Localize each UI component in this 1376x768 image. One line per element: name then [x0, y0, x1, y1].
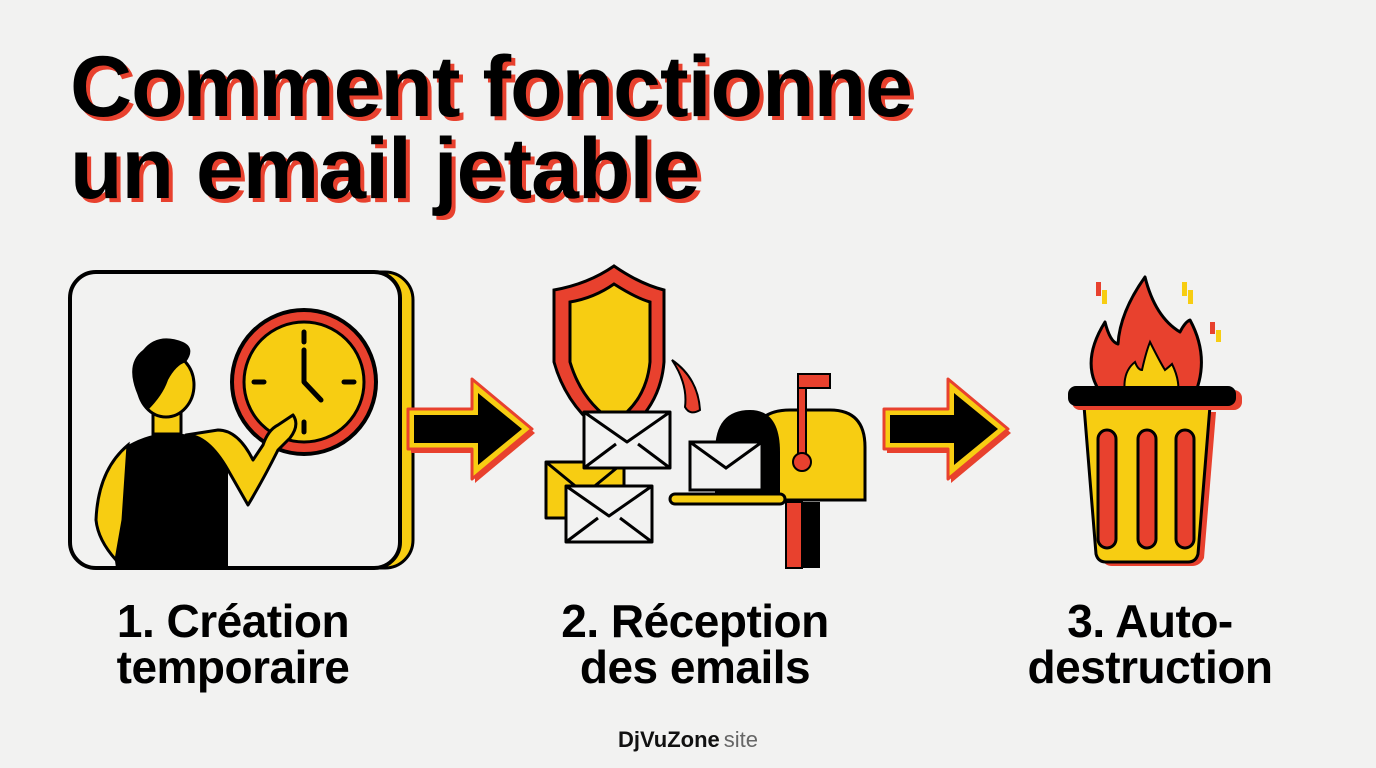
arrow-right-icon [406, 377, 535, 483]
step-3-caption: 3. Auto- destruction [990, 598, 1310, 690]
step-1-caption: 1. Création temporaire [68, 598, 398, 690]
title-line-1: Comment fonctionne [70, 39, 913, 135]
step-2-line-1: 2. Réception [561, 595, 829, 647]
step-1-line-1: 1. Création [116, 595, 350, 647]
step-2-line-2: des emails [579, 641, 811, 693]
page-title: Comment fonctionne un email jetable [70, 39, 913, 217]
brand-suffix: site [723, 727, 759, 752]
step-3-line-1: 3. Auto- [1067, 595, 1233, 647]
person-clock-icon [68, 270, 415, 570]
step-1-line-2: temporaire [116, 641, 350, 693]
shield-mailbox-icon [544, 264, 867, 569]
step-2-caption: 2. Réception des emails [520, 598, 870, 690]
step-3-line-2: destruction [1027, 641, 1273, 693]
title-line-2: un email jetable [70, 121, 700, 217]
arrow-right-icon [882, 377, 1011, 483]
brand-name: DjVuZone [617, 727, 720, 752]
burning-trash-icon [1068, 275, 1242, 566]
